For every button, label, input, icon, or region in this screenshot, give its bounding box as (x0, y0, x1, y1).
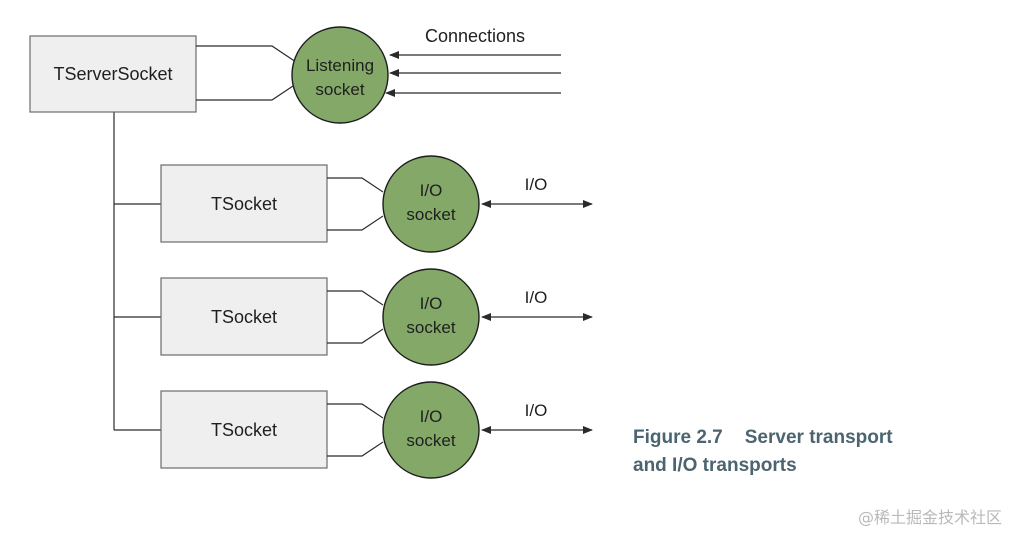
watermark: @稀土掘金技术社区 (857, 508, 1002, 527)
listening-socket-node: Listening socket (291, 26, 389, 124)
tsocket-box (160, 164, 328, 243)
client-row: TSocket I/O socket I/O (114, 381, 593, 479)
tserversocket-node: TServerSocket (29, 35, 197, 113)
client-row: TSocket I/O socket I/O (114, 155, 593, 253)
listening-socket-circle (291, 26, 389, 124)
socket-connector (327, 177, 384, 231)
tsocket-box (160, 390, 328, 469)
figure-title-line2: and I/O transports (633, 455, 797, 476)
io-socket-label-line1: I/O (420, 294, 443, 313)
io-socket-circle (382, 155, 480, 253)
figure-caption-line2: and I/O transports (633, 452, 797, 480)
tsocket-box (160, 277, 328, 356)
client-row: TSocket I/O socket I/O (114, 268, 593, 366)
io-socket-label-line2: socket (406, 318, 455, 337)
tserversocket-box (29, 35, 197, 113)
tsocket-label: TSocket (211, 420, 277, 440)
io-socket-label-line2: socket (406, 431, 455, 450)
figure-caption-line1: Figure 2.7 Server transport (633, 424, 893, 452)
figure-title-line1: Server transport (744, 427, 893, 448)
connection-arrows (385, 51, 561, 97)
listening-socket-label-line1: Listening (306, 56, 374, 75)
socket-connector (327, 290, 384, 344)
socket-connector (327, 403, 384, 457)
connections-label: Connections (425, 26, 525, 46)
io-socket-label-line1: I/O (420, 407, 443, 426)
listening-socket-label-line2: socket (315, 80, 364, 99)
io-label: I/O (525, 175, 548, 194)
io-socket-label-line1: I/O (420, 181, 443, 200)
io-socket-circle (382, 381, 480, 479)
io-socket-label-line2: socket (406, 205, 455, 224)
figure-number: Figure 2.7 (633, 427, 723, 448)
server-connector (196, 45, 297, 101)
tsocket-label: TSocket (211, 307, 277, 327)
io-label: I/O (525, 288, 548, 307)
io-socket-circle (382, 268, 480, 366)
tserversocket-label: TServerSocket (53, 64, 172, 84)
io-label: I/O (525, 401, 548, 420)
tsocket-label: TSocket (211, 194, 277, 214)
